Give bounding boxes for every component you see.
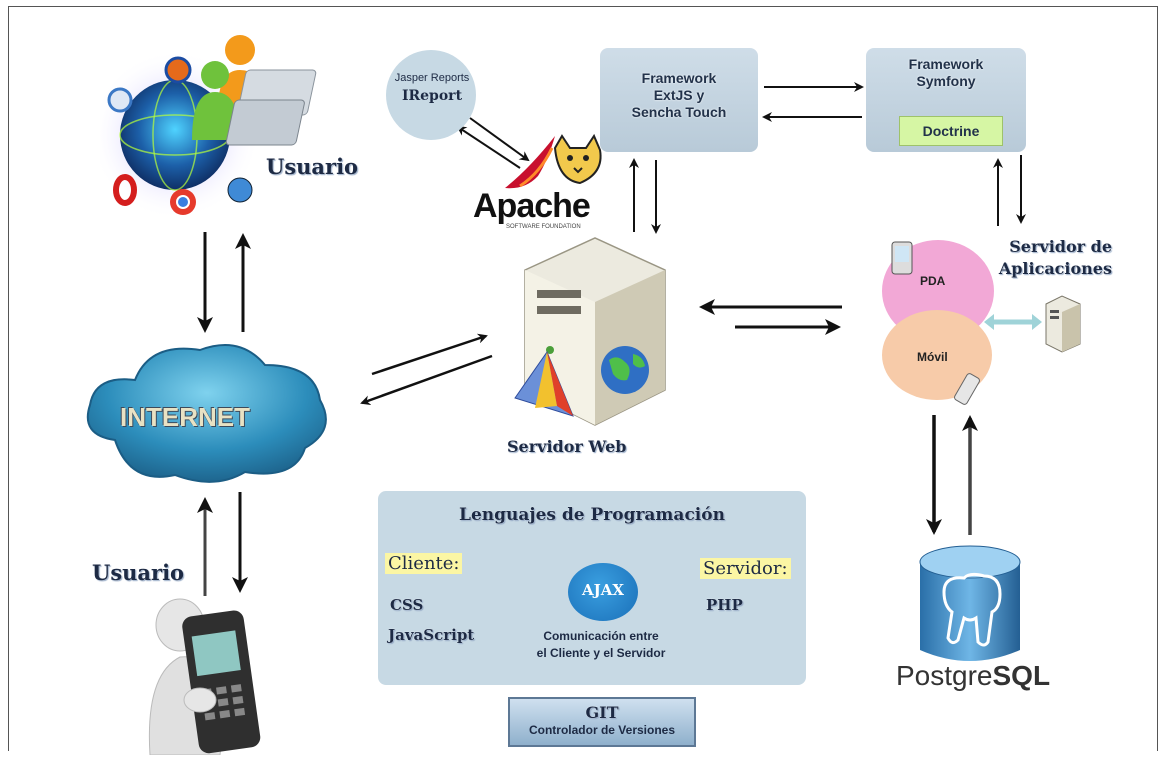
arrow-internet-to-webserver [371, 333, 488, 376]
jasper-reports-node [386, 50, 476, 140]
servidor-aplicaciones-label: Servidor de Aplicaciones [998, 237, 1112, 278]
jasper-line1: Jasper Reports [394, 72, 470, 84]
git-subtitle: Controlador de Versiones [528, 723, 676, 737]
opera-icon [113, 174, 137, 206]
globe-browser-icon [227, 177, 253, 203]
postgresql-label-a: Postgre [896, 660, 993, 691]
servidor-item-php: PHP [706, 596, 743, 614]
git-title: GIT [585, 703, 619, 722]
usuario-top-label: Usuario [266, 154, 359, 179]
diagram-frame [8, 6, 1158, 751]
internet-cloud [86, 344, 327, 483]
user-head-orange [225, 35, 255, 65]
ajax-caption: Comunicación entre el Cliente y el Servi… [536, 629, 666, 660]
user-browsers-illustration [100, 35, 317, 220]
app-server-icon [1045, 295, 1081, 353]
movil-label: Móvil [917, 350, 948, 364]
apache-label: Apache [473, 187, 591, 225]
servidor-label: Servidor: [700, 558, 791, 579]
arrow-apache-to-jasper [456, 125, 521, 169]
arrow-webserver-to-internet [360, 354, 493, 405]
framework-extjs-node: Framework ExtJS y Sencha Touch [600, 48, 758, 152]
web-server-illustration [514, 237, 666, 426]
safari-icon [107, 87, 133, 113]
git-panel: GIT Controlador de Versiones [508, 697, 696, 747]
framework-symfony-node: Framework Symfony Doctrine [866, 48, 1026, 152]
laptop-icon-front [225, 99, 305, 146]
pda-icon [891, 241, 913, 275]
cliente-label-text: Cliente: [385, 553, 463, 574]
elephant-icon [942, 572, 1002, 647]
jasper-line2: IReport [401, 88, 463, 104]
doctrine-badge: Doctrine [899, 116, 1003, 146]
usuario-bottom-label: Usuario [92, 560, 185, 585]
framework-symfony-label: Framework Symfony [908, 56, 984, 89]
arrow-jasper-to-apache [469, 117, 530, 162]
postgresql-label: PostgreSQL [896, 660, 1050, 692]
pda-label: PDA [920, 274, 946, 288]
cliente-item-javascript: JavaScript [388, 626, 475, 644]
arrow-mobile-appserver-link [984, 314, 1042, 330]
ajax-label: AJAX [581, 581, 624, 599]
servidor-label-text: Servidor: [700, 558, 791, 579]
firefox-icon [164, 56, 192, 84]
apache-sublabel: SOFTWARE FOUNDATION [506, 224, 581, 230]
internet-label: INTERNET [120, 402, 250, 432]
framework-extjs-label: Framework ExtJS y Sencha Touch [631, 70, 727, 120]
user-phone-illustration [148, 598, 261, 755]
person-hand [183, 687, 217, 713]
ajax-circle: AJAX [568, 563, 638, 621]
user-head-green [201, 61, 229, 89]
cliente-item-css: CSS [390, 596, 424, 614]
servidor-web-label: Servidor Web [507, 437, 627, 456]
cliente-label: Cliente: [385, 553, 463, 574]
postgresql-database-icon [919, 545, 1021, 661]
phone-screen [191, 630, 241, 677]
lenguajes-title: Lenguajes de Programación [459, 505, 725, 525]
postgresql-label-b: SQL [992, 660, 1051, 691]
apache-feather-tomcat-icon [505, 133, 602, 189]
mobile-phone-icon [954, 373, 980, 405]
